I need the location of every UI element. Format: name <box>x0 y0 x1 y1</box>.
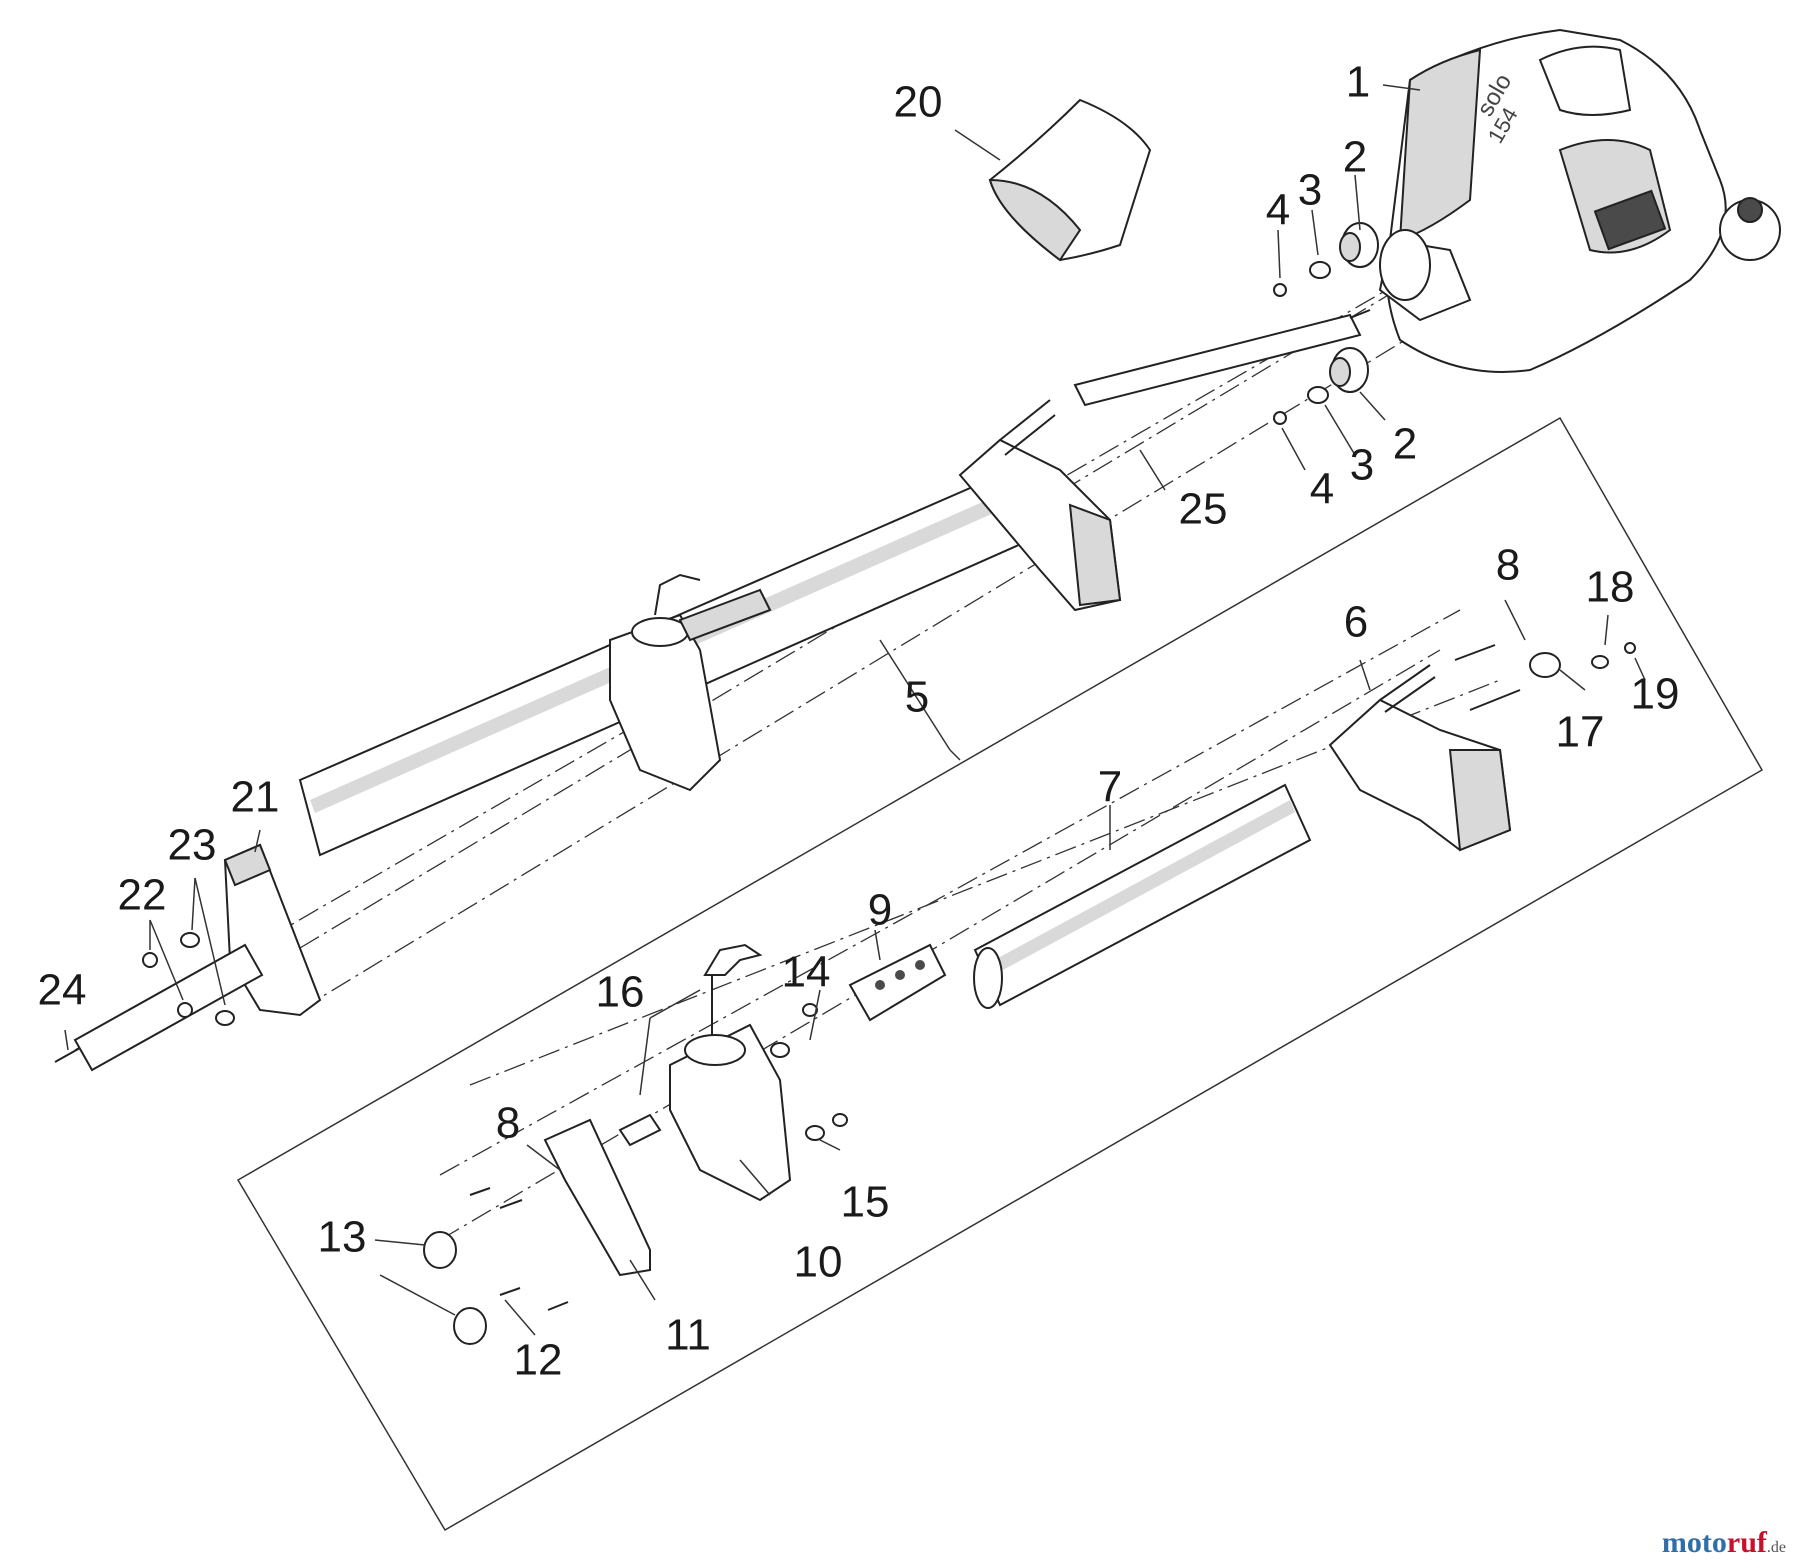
label-part-14: 14 <box>782 948 831 997</box>
label-part-20: 20 <box>894 78 943 127</box>
part-drive-shaft <box>1073 309 1371 407</box>
label-part-25: 25 <box>1179 485 1228 534</box>
label-part-23: 23 <box>168 821 217 870</box>
label-part-11: 11 <box>665 1311 711 1360</box>
parts-screws-and-dampers <box>423 1187 569 1345</box>
part-bottom-tube <box>54 943 264 1072</box>
leader-lines <box>64 84 1646 1336</box>
part-engine: solo 154 <box>1378 28 1781 373</box>
part-clamp-plate <box>848 943 947 1022</box>
label-part-24: 24 <box>38 966 87 1015</box>
label-part-12: 12 <box>514 1336 563 1385</box>
part-spacer-block <box>618 1113 662 1147</box>
parts-small-hardware-left <box>142 932 235 1026</box>
label-part-6: 6 <box>1344 598 1368 647</box>
part-shaft-assembly <box>298 399 1122 857</box>
label-part-16: 16 <box>596 968 645 1017</box>
watermark-brand-a: moto <box>1661 1526 1727 1559</box>
parts-hardware-right <box>1454 642 1636 711</box>
part-shaft-tube <box>973 783 1312 1009</box>
label-part-13: 13 <box>318 1213 367 1262</box>
label-part-8-upper: 8 <box>1496 541 1520 590</box>
part-labels: 1 2 3 4 2 3 4 20 25 5 6 7 8 18 19 17 9 1… <box>38 58 1680 1385</box>
label-part-1: 1 <box>1346 58 1370 107</box>
watermark-suffix: .de <box>1766 1539 1786 1556</box>
label-part-21: 21 <box>231 773 280 822</box>
watermark: motoruf.de <box>1662 1526 1786 1560</box>
kit-frame <box>236 416 1764 1532</box>
label-part-3-lower: 3 <box>1350 441 1374 490</box>
parts-damper-set-lower <box>1273 347 1369 425</box>
label-part-9: 9 <box>868 886 892 935</box>
label-part-4-upper: 4 <box>1266 186 1290 235</box>
parts-damper-set-upper <box>1273 222 1379 297</box>
label-part-7: 7 <box>1098 763 1122 812</box>
part-handle-plate <box>543 1118 651 1277</box>
watermark-brand-b: ruf <box>1726 1526 1767 1559</box>
label-part-2-upper: 2 <box>1343 133 1367 182</box>
label-part-18: 18 <box>1586 563 1635 612</box>
part-gear-housing <box>1328 664 1512 852</box>
label-part-17: 17 <box>1556 708 1605 757</box>
part-cover <box>988 98 1152 262</box>
part-end-grip <box>223 843 322 1017</box>
label-part-19: 19 <box>1631 670 1680 719</box>
label-part-5: 5 <box>905 673 929 722</box>
label-part-2-lower: 2 <box>1393 420 1417 469</box>
label-part-22: 22 <box>118 871 167 920</box>
label-part-10: 10 <box>794 1238 843 1287</box>
label-part-8-lower: 8 <box>496 1099 520 1148</box>
label-part-15: 15 <box>841 1178 890 1227</box>
parts-washers-center <box>770 1003 848 1141</box>
label-part-4-lower: 4 <box>1310 465 1334 514</box>
part-handle-clamp <box>669 943 792 1202</box>
label-part-3-upper: 3 <box>1298 166 1322 215</box>
